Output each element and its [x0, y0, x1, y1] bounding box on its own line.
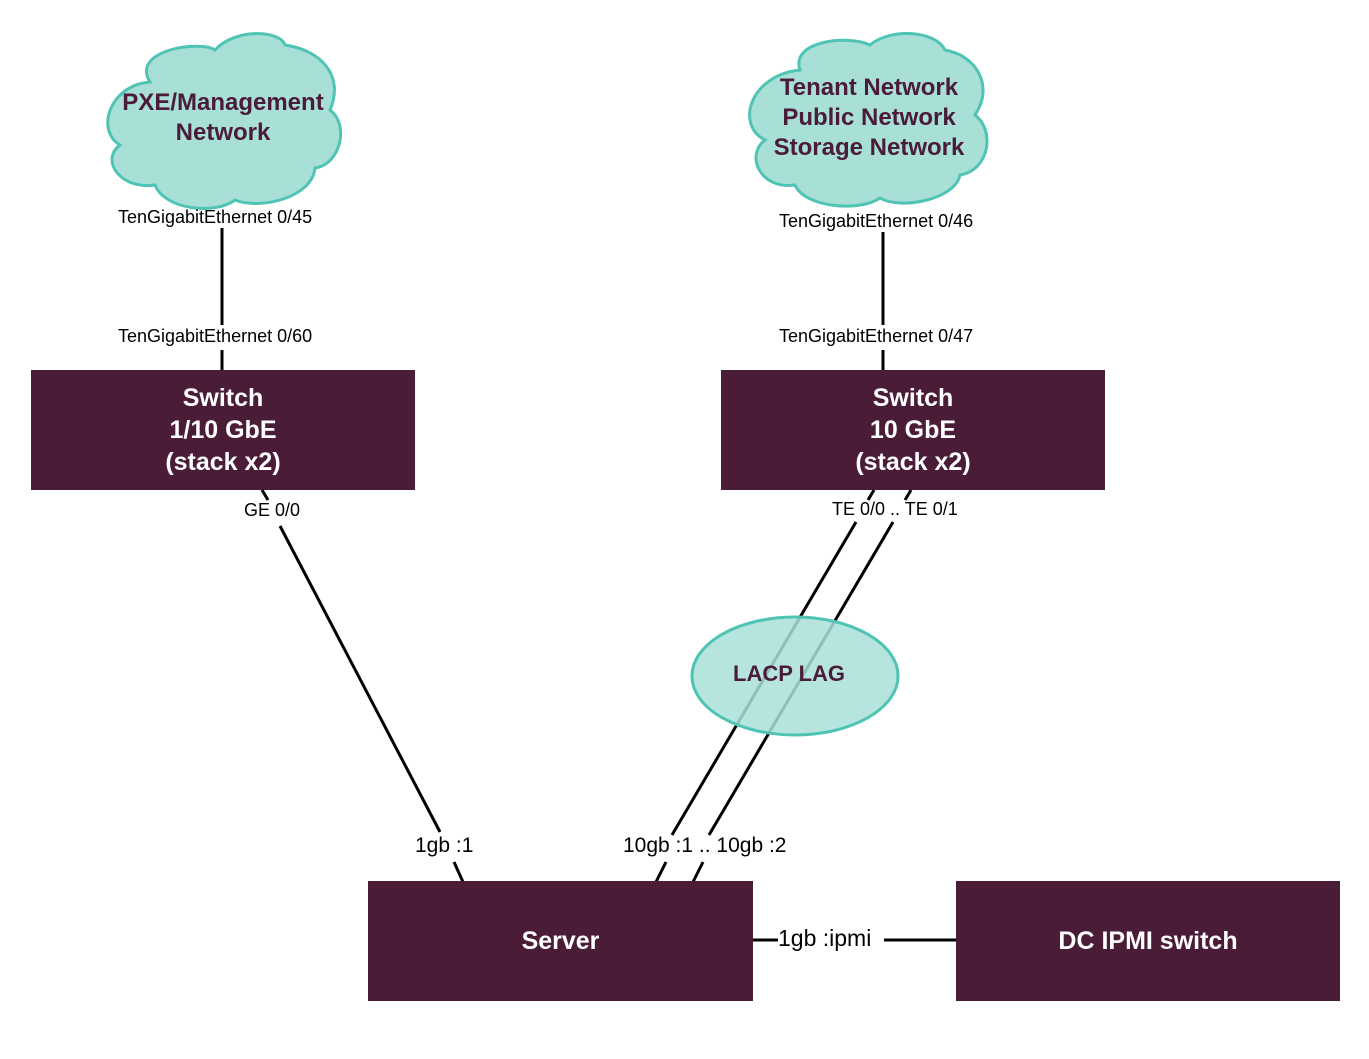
ipmi-port-label: 1gb :ipmi [778, 925, 872, 951]
tenant-network-cloud [748, 32, 989, 208]
switch-1-10gbe: Switch 1/10 GbE (stack x2) [31, 370, 415, 490]
pxe-network-line-1: PXE/Management [122, 89, 324, 116]
dc-ipmi-switch-box: DC IPMI switch [956, 881, 1340, 1001]
switch2-uplink-port-label: TenGigabitEthernet 0/47 [779, 326, 974, 346]
switch1-line-2: 1/10 GbE [169, 416, 277, 444]
server-1gb-port-label: 1gb :1 [415, 834, 474, 857]
gbe-link-stub [260, 489, 270, 501]
switch1-uplink-port-label: TenGigabitEthernet 0/60 [118, 326, 313, 346]
lacp-lag-ellipse [690, 615, 900, 737]
gbe-link-line [278, 525, 442, 833]
te-link-end-1 [654, 861, 668, 883]
server-box: Server [368, 881, 753, 1001]
te-link-stub-2 [903, 489, 913, 501]
switch2-down-port-label: TE 0/0 .. TE 0/1 [832, 499, 958, 519]
tenant-network-line-3: Storage Network [773, 134, 965, 161]
lacp-lag-label: LACP LAG [733, 661, 846, 686]
te-link-end-2 [691, 861, 705, 883]
switch1-down-port-label: GE 0/0 [244, 500, 301, 520]
pxe-network-cloud [106, 32, 343, 210]
gbe-link-end [452, 861, 465, 883]
switch1-line-3: (stack x2) [165, 448, 281, 476]
tenant-uplink-port-label: TenGigabitEthernet 0/46 [779, 211, 974, 231]
tenant-network-line-2: Public Network [782, 104, 956, 131]
switch2-line-3: (stack x2) [855, 448, 971, 476]
te-link-stub-1 [866, 489, 876, 501]
pxe-uplink-port-label: TenGigabitEthernet 0/45 [118, 207, 313, 227]
switch-10gbe: Switch 10 GbE (stack x2) [721, 370, 1105, 490]
pxe-network-label: PXE/Management Network [103, 88, 343, 148]
server-label: Server [521, 927, 600, 955]
server-10gb-port-label: 10gb :1 .. 10gb :2 [623, 834, 787, 857]
tenant-network-line-1: Tenant Network [779, 74, 959, 101]
ipmi-switch-label: DC IPMI switch [1058, 927, 1238, 955]
switch1-line-1: Switch [182, 384, 264, 412]
pxe-network-line-2: Network [175, 119, 271, 146]
switch2-line-1: Switch [872, 384, 954, 412]
tenant-network-label: Tenant Network Public Network Storage Ne… [744, 73, 994, 163]
switch2-line-2: 10 GbE [869, 416, 957, 444]
